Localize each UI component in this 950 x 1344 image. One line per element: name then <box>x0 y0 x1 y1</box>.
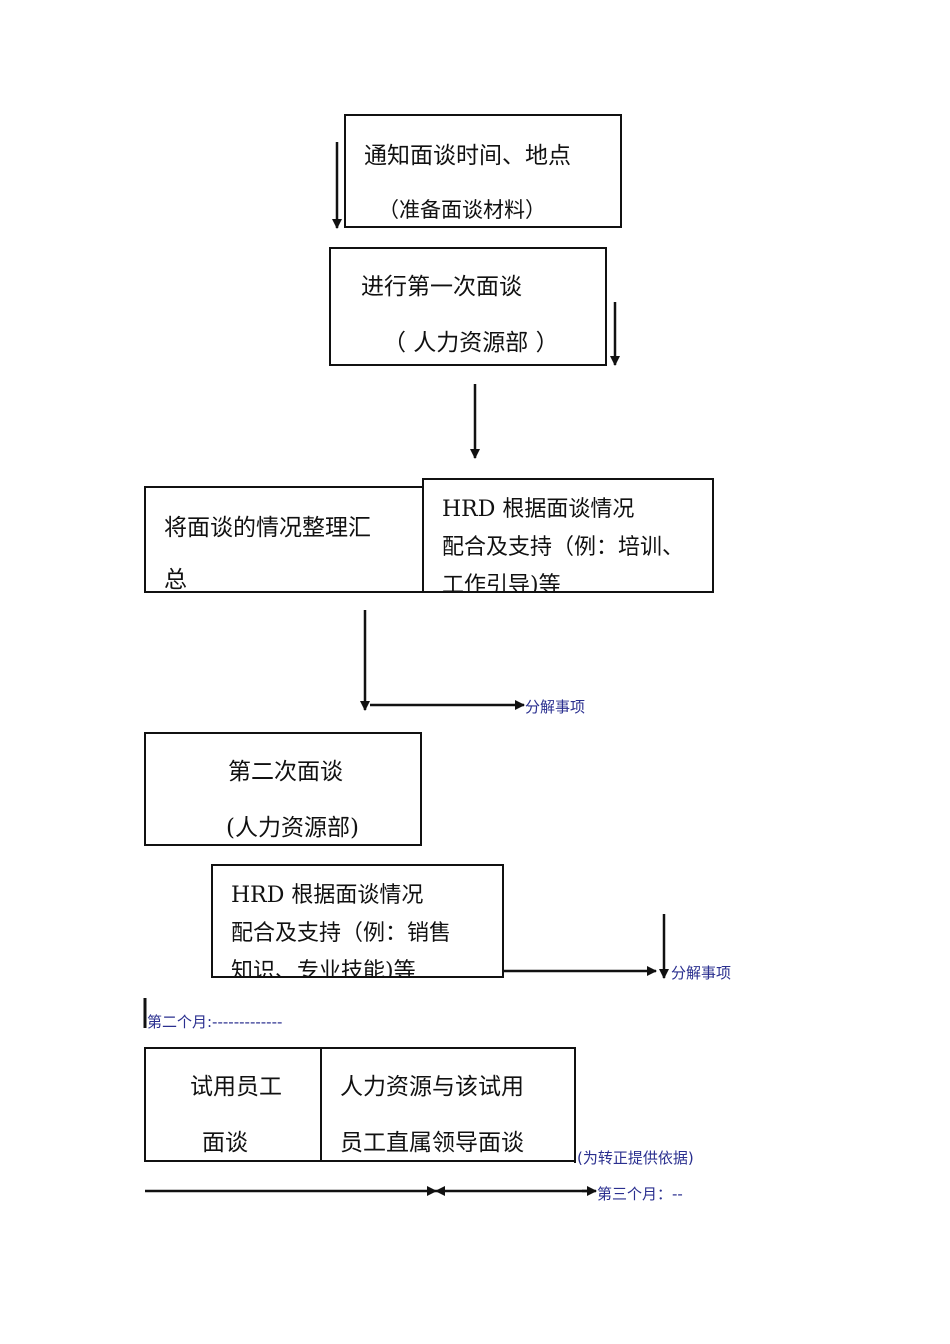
summary-line2: 总 <box>164 567 187 593</box>
confirmation-basis-note: (为转正提供依据) <box>577 1149 694 1167</box>
hr-leader-line2: 员工直属领导面谈 <box>340 1130 524 1156</box>
hrd-support-2-line1: HRD 根据面谈情况 <box>231 883 424 908</box>
first-interview-line2: （ 人力资源部 ） <box>383 330 559 356</box>
trial-employee-line2: 面谈 <box>202 1130 248 1156</box>
second-month-label: 第二个月:------------- <box>147 1013 283 1031</box>
hrd-support-2-line2: 配合及支持（例：销售 <box>231 921 452 946</box>
hrd-support-1-line3: 工作引导)等 <box>442 573 561 593</box>
hrd-support-box-2: HRD 根据面谈情况 配合及支持（例：销售 知识、专业技能)等 <box>211 864 504 978</box>
decompose-note-2: 分解事项 <box>671 964 732 982</box>
hrd-support-2-line3: 知识、专业技能)等 <box>231 959 416 978</box>
hr-leader-line1: 人力资源与该试用 <box>340 1074 524 1100</box>
first-interview-box: 进行第一次面谈 （ 人力资源部 ） <box>329 247 607 366</box>
hrd-support-1-line1: HRD 根据面谈情况 <box>442 497 635 522</box>
hrd-support-1-line2: 配合及支持（例：培训、 <box>442 535 685 560</box>
summary-box: 将面谈的情况整理汇 总 <box>144 486 424 593</box>
first-interview-line1: 进行第一次面谈 <box>361 274 522 300</box>
summary-line1: 将面谈的情况整理汇 <box>164 515 371 541</box>
hr-leader-interview-box: 人力资源与该试用 员工直属领导面谈 <box>320 1047 576 1162</box>
decompose-note-1: 分解事项 <box>525 698 586 716</box>
notify-interview-line2: （准备面谈材料） <box>378 198 546 222</box>
third-month-label: 第三个月：-- <box>597 1185 683 1203</box>
second-interview-line1: 第二次面谈 <box>228 759 343 785</box>
second-interview-box: 第二次面谈 (人力资源部) <box>144 732 422 846</box>
trial-employee-line1: 试用员工 <box>190 1074 282 1100</box>
hrd-support-box-1: HRD 根据面谈情况 配合及支持（例：培训、 工作引导)等 <box>422 478 714 593</box>
notify-interview-box: 通知面谈时间、地点 （准备面谈材料） <box>344 114 622 228</box>
trial-employee-box: 试用员工 面谈 <box>144 1047 322 1162</box>
second-interview-line2: (人力资源部) <box>226 815 359 841</box>
notify-interview-line1: 通知面谈时间、地点 <box>364 143 571 169</box>
